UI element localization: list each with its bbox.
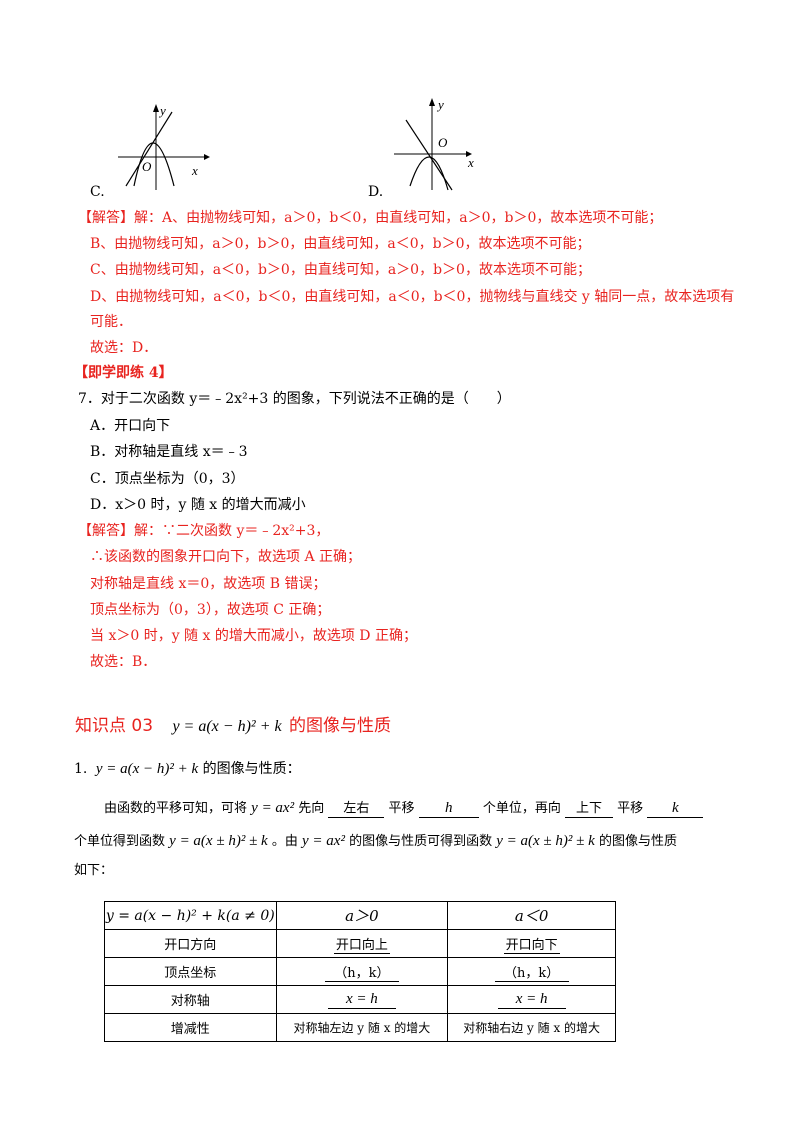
graph-c-x-label: x (192, 163, 198, 178)
fill-blank: 左右 (328, 800, 385, 818)
paragraph-text: 个单位，再向 (482, 801, 561, 816)
graph-c-y-label: y (160, 103, 166, 118)
option-d-label: D. (368, 184, 384, 200)
option-item: A．开口向下 (90, 418, 171, 434)
row-label: 增减性 (104, 1013, 277, 1042)
table-header-cell: a＜0 (447, 901, 616, 930)
row-label: 对称轴 (104, 985, 277, 1014)
paragraph-text: 个单位得到函数 (74, 834, 166, 849)
paragraph-line-1: 由函数的平移可知，可将 y = ax² 先向 左右 平移 h 个单位，再向 上下… (104, 800, 704, 818)
item-1-index: 1. (74, 761, 88, 777)
answer-line: 故选：B． (90, 654, 157, 670)
paragraph-text: 平移 (388, 801, 415, 816)
paragraph-text: 的图像与性质 (598, 834, 677, 849)
section-title: 的图像与性质 (289, 716, 392, 736)
cell-neg: （h，k） (447, 957, 616, 986)
answer-line: C、由抛物线可知，a＜0，b＞0，由直线可知，a＞0，b＞0，故本选项不可能； (90, 262, 591, 278)
formula-y-ax2: y = ax² (302, 833, 345, 849)
cell-value: 开口向下 (503, 934, 560, 954)
cell-pos: x = h (275, 985, 449, 1014)
graph-d-x-label: x (468, 155, 474, 170)
graph-d-origin-label: O (438, 135, 448, 150)
graph-c: y x O (112, 100, 212, 192)
paragraph-text: 。由 (271, 834, 298, 849)
graph-d: y x O (388, 96, 488, 192)
graph-d-y-label: y (438, 97, 444, 112)
graph-c-plot (118, 104, 210, 190)
table-row: 开口方向 开口向上 开口向下 (104, 929, 616, 958)
item-1-heading: 1. y = a(x − h)² + k 的图像与性质： (74, 760, 301, 778)
cell-pos: 开口向上 (275, 929, 449, 958)
answer-line: 【解答】解：∵二次函数 y＝﹣2x²+3， (78, 523, 330, 539)
section-number: 知识点 03 (75, 716, 154, 736)
option-item: D．x＞0 时，y 随 x 的增大而减小 (90, 497, 306, 513)
fill-blank: 上下 (564, 800, 613, 818)
cell-neg: 开口向下 (447, 929, 616, 958)
table-header-cell: y = a(x − h)² + k(a ≠ 0) (104, 901, 277, 930)
cell-value: x = h (327, 991, 396, 1009)
cell-value: （h，k） (324, 962, 399, 982)
answer-line: ∴该函数的图象开口向下，故选项 A 正确； (90, 549, 362, 565)
answer-line: 当 x＞0 时，y 随 x 的增大而减小，故选项 D 正确； (90, 628, 417, 644)
cell-value: x = h (497, 991, 566, 1009)
answer-line: 可能． (90, 314, 132, 330)
cell-neg: x = h (447, 985, 616, 1014)
item-1-title: 的图像与性质： (202, 761, 301, 777)
cell-pos: （h，k） (275, 957, 449, 986)
cell-value: （h，k） (494, 962, 569, 982)
item-1-formula: y = a(x − h)² + k (95, 761, 199, 777)
question-stem: 7．对于二次函数 y＝﹣2x²+3 的图象，下列说法不正确的是（ ） (78, 391, 511, 407)
answer-line: B、由抛物线可知，a＞0，b＞0，由直线可知，a＜0，b＞0，故本选项不可能； (90, 236, 591, 252)
table-header-row: y = a(x − h)² + k(a ≠ 0) a＞0 a＜0 (104, 901, 616, 930)
option-c-label: C. (90, 184, 105, 200)
cell-value: 开口向上 (333, 934, 390, 954)
paragraph-line-2: 个单位得到函数 y = a(x ± h)² ± k 。由 y = ax² 的图像… (74, 833, 677, 850)
fill-blank: h (418, 800, 479, 818)
formula-shifted: y = a(x ± h)² ± k (496, 833, 595, 849)
paragraph-text: 平移 (617, 801, 644, 816)
answer-line: 对称轴是直线 x＝0，故选项 B 错误； (90, 576, 327, 592)
cell-neg: 对称轴右边 y 随 x 的增大 (447, 1013, 616, 1042)
table-row: 顶点坐标 （h，k） （h，k） (104, 957, 616, 986)
answer-line: D、由抛物线可知，a＜0，b＜0，由直线可知，a＜0，b＜0，抛物线与直线交 y… (90, 289, 735, 305)
row-label: 开口方向 (104, 929, 277, 958)
row-label: 顶点坐标 (104, 957, 277, 986)
paragraph-text: 先向 (298, 801, 325, 816)
table-header-cell: a＞0 (275, 901, 449, 930)
properties-table: y = a(x − h)² + k(a ≠ 0) a＞0 a＜0 开口方向 开口… (104, 901, 616, 1042)
answer-line: 故选：D． (90, 340, 158, 356)
fill-blank: k (647, 800, 704, 818)
table-row: 对称轴 x = h x = h (104, 985, 616, 1014)
option-item: C．顶点坐标为（0，3） (90, 471, 245, 487)
graph-c-origin-label: O (142, 159, 152, 174)
table-row: 增减性 对称轴左边 y 随 x 的增大 对称轴右边 y 随 x 的增大 (104, 1013, 616, 1042)
paragraph-text: 由函数的平移可知，可将 (104, 801, 248, 816)
paragraph-text: 的图像与性质可得到函数 (349, 834, 493, 849)
paragraph-line-3: 如下： (74, 863, 114, 878)
answer-line: 顶点坐标为（0，3），故选项 C 正确； (90, 602, 331, 618)
section-heading: 知识点 03 y = a(x − h)² + k 的图像与性质 (75, 711, 391, 736)
formula-shifted: y = a(x ± h)² ± k (169, 833, 268, 849)
graph-d-plot (394, 98, 472, 191)
option-item: B．对称轴是直线 x＝﹣3 (90, 444, 248, 460)
practice-title: 【即学即练 4】 (74, 365, 173, 381)
cell-pos: 对称轴左边 y 随 x 的增大 (275, 1013, 449, 1042)
formula-y-ax2: y = ax² (251, 800, 295, 816)
section-formula: y = a(x − h)² + k (172, 718, 282, 735)
answer-line: 【解答】解：A、由抛物线可知，a＞0，b＜0，由直线可知，a＞0，b＞0，故本选… (78, 210, 663, 226)
